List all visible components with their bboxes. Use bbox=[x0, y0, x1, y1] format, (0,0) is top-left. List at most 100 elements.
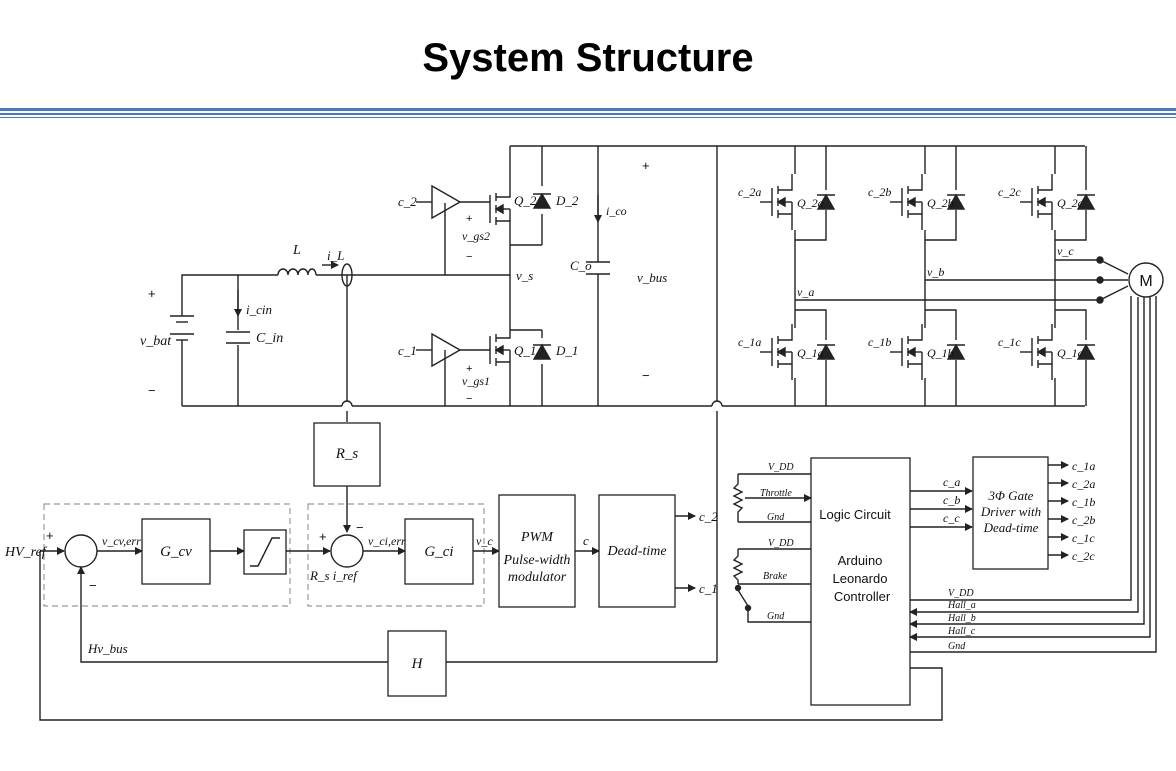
switch-q2-label: Q_2 bbox=[514, 193, 537, 208]
title-rule-top bbox=[0, 108, 1176, 111]
gate-driver-line-3: Dead-time bbox=[983, 520, 1039, 535]
gate-label-c2b: c_2b bbox=[868, 185, 891, 199]
sense-resistor-block bbox=[313, 422, 381, 487]
inductor-label: L bbox=[292, 243, 301, 258]
current-loop-box bbox=[307, 503, 485, 607]
vdd-label-1: V_DD bbox=[768, 462, 794, 473]
throttle-wiring bbox=[732, 473, 812, 623]
current-controller-label: G_ci bbox=[424, 544, 453, 560]
output-capacitor-icon bbox=[586, 195, 610, 275]
switch-q1-label: Q_1 bbox=[514, 343, 536, 358]
voltage-controller-block bbox=[141, 518, 211, 585]
gate-top-label: c_2 bbox=[398, 194, 417, 209]
input-current-label: i_cin bbox=[246, 302, 272, 317]
input-cap-label: C_in bbox=[256, 331, 283, 346]
pwm-subtitle-2: modulator bbox=[508, 570, 567, 585]
bus-plus: + bbox=[642, 158, 650, 173]
hall-gnd-label: Gnd bbox=[948, 641, 966, 652]
voltage-sum-minus: − bbox=[89, 578, 97, 593]
gate-label-c1b: c_1b bbox=[868, 335, 891, 349]
mosfet-q1c-icon bbox=[1031, 323, 1053, 381]
feedback-signal-label: Hv_bus bbox=[87, 641, 128, 656]
pwm-subtitle-1: Pulse-width bbox=[503, 553, 571, 568]
gd-out-c2b: c_2b bbox=[1072, 513, 1095, 527]
input-capacitor-icon bbox=[226, 290, 250, 344]
current-sensor-icon bbox=[341, 263, 353, 287]
battery-icon bbox=[170, 306, 194, 350]
arduino-controller-block bbox=[810, 457, 911, 706]
controller-line-4: Controller bbox=[834, 589, 891, 604]
switch-label-q1b: Q_1b bbox=[927, 346, 954, 360]
feedback-gain-label: H bbox=[411, 656, 424, 672]
vgs-bottom-minus: − bbox=[466, 393, 472, 405]
current-ref-label: R_s i_ref bbox=[309, 568, 359, 583]
motor-label: M bbox=[1139, 273, 1152, 290]
deadtime-out-c2: c_2 bbox=[699, 509, 718, 524]
gate-driver-top-icon bbox=[416, 184, 490, 220]
gd-out-c1a: c_1a bbox=[1072, 459, 1095, 473]
vdd-label-2: V_DD bbox=[768, 538, 794, 549]
mosfet-q1b-icon bbox=[901, 323, 923, 381]
controller-line-1: Logic Circuit bbox=[819, 507, 891, 522]
gate-label-c1c: c_1c bbox=[998, 335, 1021, 349]
pwm-title: PWM bbox=[520, 530, 554, 545]
switch-label-q1c: Q_1c bbox=[1057, 346, 1084, 360]
inverter-wiring bbox=[760, 146, 1129, 406]
bus-voltage-label: v_bus bbox=[637, 270, 667, 285]
gate-label-c2c: c_2c bbox=[998, 185, 1021, 199]
hall-b-label: Hall_b bbox=[947, 613, 976, 624]
gate-bottom-label: c_1 bbox=[398, 343, 417, 358]
mosfet-q1-icon bbox=[489, 321, 511, 379]
gate-driver-block bbox=[972, 456, 1049, 570]
voltage-controller-label: G_cv bbox=[160, 544, 192, 560]
gd-out-c1b: c_1b bbox=[1072, 495, 1095, 509]
switch-label-q2c: Q_2c bbox=[1057, 196, 1084, 210]
saturation-icon bbox=[250, 537, 280, 567]
mosfet-q2c-icon bbox=[1031, 173, 1053, 231]
reference-label: HV_ref bbox=[4, 545, 48, 560]
current-error-label: v_ci,err bbox=[368, 534, 406, 548]
mosfet-q2a-icon bbox=[771, 173, 793, 231]
gnd-label-1: Gnd bbox=[767, 512, 785, 523]
feedback-gain-block bbox=[387, 630, 447, 697]
switch-label-q1a: Q_1a bbox=[797, 346, 824, 360]
bus-minus: − bbox=[642, 368, 650, 383]
inductor-current-label: i_L bbox=[327, 248, 344, 263]
vgs-bottom-plus: + bbox=[466, 363, 472, 375]
converter-wiring bbox=[181, 145, 1085, 662]
mosfet-q2-icon bbox=[489, 180, 511, 238]
control-voltage-label: v_c bbox=[476, 534, 493, 548]
switch-node-label: v_s bbox=[516, 268, 533, 283]
voltage-sum-plus: + bbox=[46, 528, 54, 543]
diode-d1-label: D_1 bbox=[555, 343, 578, 358]
deadtime-out-c1: c_1 bbox=[699, 581, 718, 596]
controller-line-3: Leonardo bbox=[833, 571, 888, 586]
title-rule-bottom bbox=[0, 117, 1176, 118]
battery-plus: + bbox=[148, 286, 156, 301]
pwm-block bbox=[498, 494, 576, 608]
controller-line-2: Arduino bbox=[838, 553, 883, 568]
diode-d2-label: D_2 bbox=[555, 193, 579, 208]
switch-label-q2a: Q_2a bbox=[797, 196, 824, 210]
phase-label-vc: v_c bbox=[1057, 244, 1074, 258]
vgs-top-label: v_gs2 bbox=[462, 229, 490, 243]
current-sum-plus: + bbox=[319, 529, 327, 544]
voltage-sum-icon bbox=[64, 534, 98, 568]
phase-label-vb: v_b bbox=[927, 265, 944, 279]
vgs-bottom-label: v_gs1 bbox=[462, 374, 490, 388]
controller-out-cc: c_c bbox=[943, 511, 960, 525]
cap-current-label: i_co bbox=[606, 204, 627, 218]
hall-c-label: Hall_c bbox=[947, 626, 976, 637]
gd-out-c2c: c_2c bbox=[1072, 549, 1095, 563]
vgs-top-plus: + bbox=[466, 213, 472, 225]
inductor-icon bbox=[277, 268, 317, 276]
gate-label-c1a: c_1a bbox=[738, 335, 761, 349]
vgs-top-minus: − bbox=[466, 251, 472, 263]
hall-vdd-label: V_DD bbox=[948, 588, 974, 599]
hall-sensor-wiring bbox=[909, 296, 1157, 653]
title-rule-middle bbox=[0, 113, 1176, 115]
phase-label-va: v_a bbox=[797, 285, 814, 299]
gate-label-c2a: c_2a bbox=[738, 185, 761, 199]
brake-label: Brake bbox=[763, 571, 787, 582]
